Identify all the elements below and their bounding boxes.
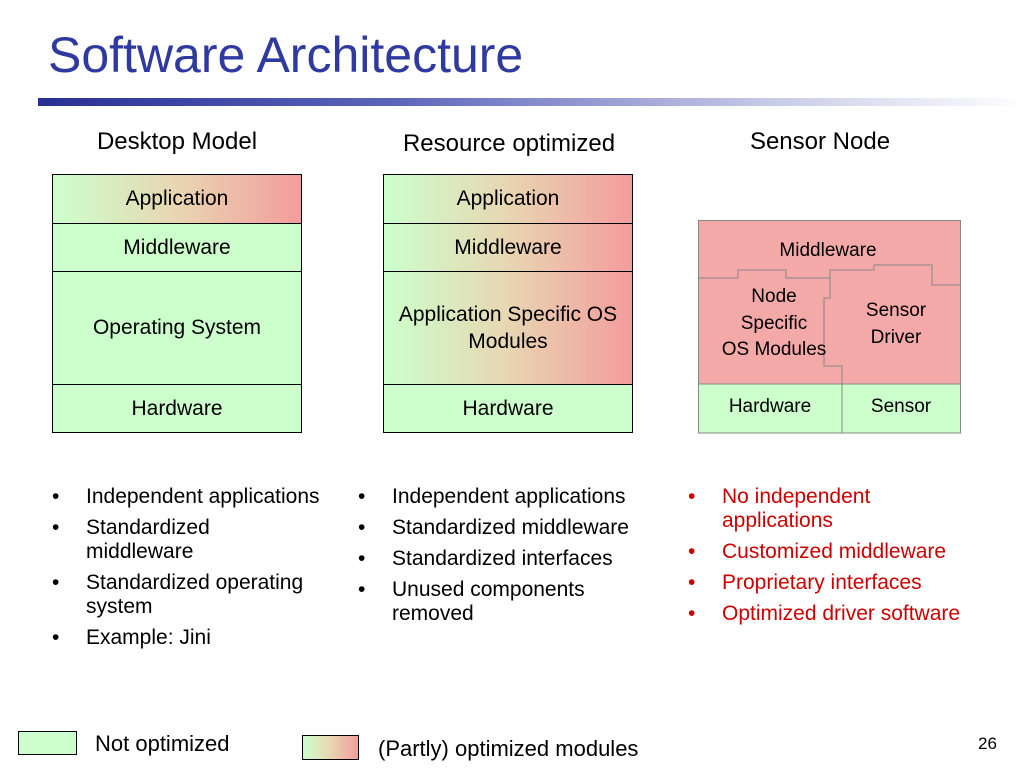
legend-swatch-not-optimized	[18, 731, 77, 755]
node-os-line-3: OS Modules	[721, 339, 827, 361]
list-item: Standardized middleware	[356, 516, 646, 540]
sensor-node-os-label: Node Specific OS Modules	[702, 284, 846, 364]
slide-title: Software Architecture	[48, 27, 524, 83]
list-item: Customized middleware	[686, 540, 986, 564]
sensor-hardware-label: Hardware	[728, 396, 812, 417]
heading-resource-optimized: Resource optimized	[402, 130, 616, 157]
desktop-bullets: Independent applications Standardized mi…	[50, 485, 320, 657]
list-item: Optimized driver software	[686, 602, 986, 626]
desktop-layer-middleware: Middleware	[52, 223, 302, 272]
list-item: Standardized interfaces	[356, 547, 646, 571]
resource-bullets: Independent applications Standardized mi…	[356, 485, 646, 633]
list-item: Example: Jini	[50, 626, 320, 650]
title-underline	[38, 98, 1024, 106]
page-number: 26	[978, 734, 997, 753]
resource-layer-middleware: Middleware	[383, 223, 633, 272]
legend-swatch-optimized	[302, 735, 359, 760]
desktop-layer-operating-system: Operating System	[52, 271, 302, 385]
sensor-middleware-boundary	[698, 264, 961, 286]
list-item: Standardized middleware	[50, 516, 320, 564]
sensor-vertical-divider	[823, 278, 843, 433]
node-os-line-2: Specific	[740, 312, 808, 334]
resource-layer-application: Application	[383, 174, 633, 224]
sensor-node-shapes	[698, 220, 961, 434]
list-item: Independent applications	[356, 485, 646, 509]
legend-not-optimized: Not optimized	[95, 731, 230, 756]
resource-layer-os-modules: Application Specific OS Modules	[383, 271, 633, 385]
resource-layer-hardware: Hardware	[383, 384, 633, 433]
sensor-bullets: No independent applications Customized m…	[686, 485, 986, 633]
list-item: Unused components removed	[356, 578, 646, 626]
list-item: No independent applications	[686, 485, 986, 533]
desktop-layer-hardware: Hardware	[52, 384, 302, 433]
sensor-node-stack: Middleware Node Specific OS Modules Sens…	[698, 220, 962, 436]
sensor-middleware-label: Middleware	[779, 240, 877, 261]
sensor-sensor-label: Sensor	[870, 396, 932, 417]
heading-desktop-model: Desktop Model	[96, 128, 258, 155]
list-item: Independent applications	[50, 485, 320, 509]
sensor-green-region	[698, 384, 961, 433]
desktop-layer-application: Application	[52, 174, 302, 224]
list-item: Proprietary interfaces	[686, 571, 986, 595]
driver-line-2: Driver	[870, 326, 922, 348]
sensor-red-region	[698, 220, 961, 385]
sensor-driver-label: Sensor Driver	[846, 298, 946, 351]
sensor-outer-border	[698, 220, 961, 434]
node-os-line-1: Node	[751, 286, 797, 307]
legend-optimized: (Partly) optimized modules	[378, 736, 639, 761]
heading-sensor-node: Sensor Node	[749, 128, 891, 155]
list-item: Standardized operating system	[50, 571, 320, 619]
driver-line-1: Sensor	[865, 300, 927, 321]
